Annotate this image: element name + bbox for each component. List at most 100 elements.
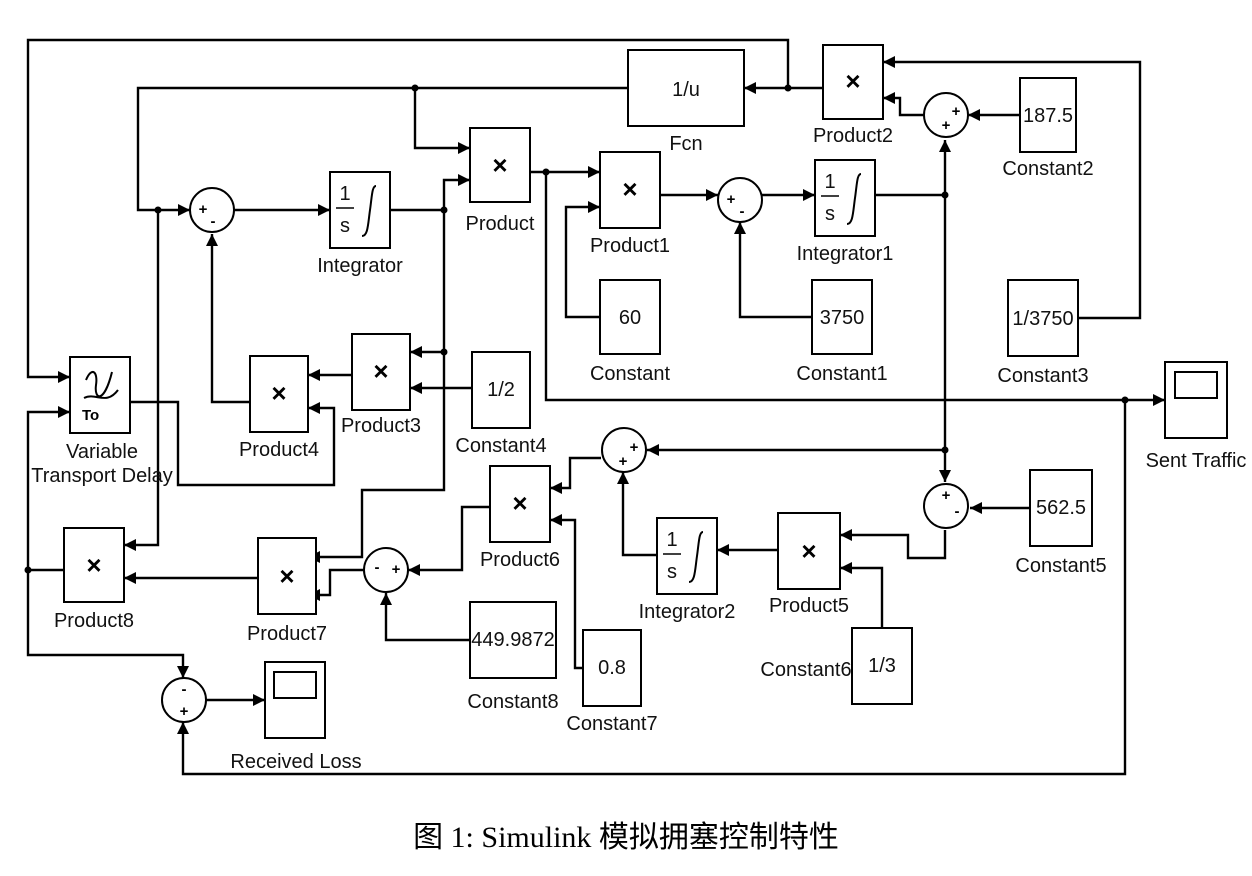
wire-integrator-to-product bbox=[390, 174, 470, 212]
delay-port-label: To bbox=[82, 407, 99, 424]
constant3-block[interactable]: 1/3750 Constant3 bbox=[997, 279, 1089, 387]
integrator2-label: Integrator2 bbox=[639, 601, 736, 623]
constant5-block[interactable]: 562.5 Constant5 bbox=[1015, 469, 1107, 577]
sum-d-sign-1: + bbox=[942, 487, 951, 504]
product8-block[interactable]: × Product8 bbox=[54, 527, 134, 632]
constant6-label: Constant6 bbox=[760, 659, 851, 681]
integrator1-block[interactable]: 1 s Integrator1 bbox=[797, 159, 894, 265]
sum-a-sign-1: + bbox=[199, 201, 208, 218]
sum-a[interactable]: + - bbox=[189, 187, 235, 233]
constant8-block[interactable]: 449.9872 Constant8 bbox=[467, 601, 559, 713]
constant3-label: Constant3 bbox=[997, 365, 1088, 387]
integrator1-label: Integrator1 bbox=[797, 243, 894, 265]
product2-block[interactable]: × Product2 bbox=[813, 44, 893, 147]
integrator2-den: s bbox=[667, 561, 677, 583]
product-block[interactable]: × Product bbox=[466, 127, 535, 235]
wire-constant3-to-product2 bbox=[883, 56, 1142, 320]
constant1-value: 3750 bbox=[820, 307, 865, 329]
sum-e[interactable]: + + bbox=[601, 427, 647, 473]
constant3-value: 1/3750 bbox=[1012, 308, 1073, 330]
wire-fcn-out bbox=[136, 86, 628, 216]
integrator1-den: s bbox=[825, 203, 835, 225]
sum-d[interactable]: + - bbox=[923, 483, 969, 529]
product3-block[interactable]: × Product3 bbox=[341, 333, 421, 437]
constant8-label: Constant8 bbox=[467, 691, 558, 713]
constant5-label: Constant5 bbox=[1015, 555, 1106, 577]
product7-block[interactable]: × Product7 bbox=[247, 537, 327, 645]
product4-block[interactable]: × Product4 bbox=[239, 355, 319, 461]
fcn-block[interactable]: 1/u Fcn bbox=[627, 49, 745, 155]
integral-icon bbox=[846, 173, 862, 225]
product6-block[interactable]: × Product6 bbox=[480, 465, 560, 571]
multiply-icon: × bbox=[279, 561, 294, 591]
multiply-icon: × bbox=[271, 378, 286, 408]
figure-caption: 图 1: Simulink 模拟拥塞控制特性 bbox=[413, 821, 839, 854]
integrator1-num: 1 bbox=[824, 171, 835, 193]
constant6-value: 1/3 bbox=[868, 655, 896, 677]
multiply-icon: × bbox=[86, 550, 101, 580]
wire-fcn-to-product bbox=[413, 88, 470, 154]
wire-sume-to-product6 bbox=[550, 456, 601, 494]
sum-c[interactable]: + + bbox=[923, 92, 969, 138]
signal-lines bbox=[26, 38, 1165, 776]
sum-g-sign-2: + bbox=[180, 703, 189, 720]
product-label: Product bbox=[466, 213, 535, 235]
constant-label: Constant bbox=[590, 363, 670, 385]
sum-b-sign-2: - bbox=[740, 203, 745, 220]
sum-e-sign-1: + bbox=[630, 439, 639, 456]
constant4-block[interactable]: 1/2 Constant4 bbox=[455, 351, 547, 457]
wire-constant8-to-sumf bbox=[380, 593, 470, 642]
simulink-diagram: 1/u Fcn × Product2 187.5 Constant2 × Pro… bbox=[24, 38, 1247, 776]
junction-dot bbox=[440, 206, 448, 214]
constant1-label: Constant1 bbox=[796, 363, 887, 385]
junctions bbox=[24, 84, 1129, 574]
integrator-block[interactable]: 1 s Integrator bbox=[317, 171, 403, 277]
wire-integrator-branch-down bbox=[308, 210, 446, 563]
sum-b[interactable]: + - bbox=[717, 177, 763, 223]
junction-dot bbox=[24, 566, 32, 574]
junction-dot bbox=[941, 446, 949, 454]
constant1-block[interactable]: 3750 Constant1 bbox=[796, 279, 888, 385]
wire-constant-to-product1 bbox=[564, 201, 600, 319]
multiply-icon: × bbox=[373, 356, 388, 386]
junction-dot bbox=[411, 84, 419, 92]
sum-g[interactable]: - + bbox=[161, 677, 207, 723]
integrator-label: Integrator bbox=[317, 255, 403, 277]
constant-block[interactable]: 60 Constant bbox=[590, 279, 670, 385]
integrator2-num: 1 bbox=[666, 529, 677, 551]
variable-transport-delay-block[interactable]: To Variable Transport Delay bbox=[31, 356, 173, 487]
sent-traffic-label: Sent Traffic bbox=[1146, 450, 1247, 472]
delay-label-line2: Transport Delay bbox=[31, 465, 173, 487]
sum-f[interactable]: - + bbox=[363, 547, 409, 593]
scope-screen-icon bbox=[273, 671, 317, 699]
integrator2-block[interactable]: 1 s Integrator2 bbox=[639, 517, 736, 623]
received-loss-scope[interactable]: Received Loss bbox=[230, 661, 362, 773]
constant2-value: 187.5 bbox=[1023, 105, 1073, 127]
constant7-block[interactable]: 0.8 Constant7 bbox=[566, 629, 658, 735]
integral-icon bbox=[361, 185, 377, 237]
junction-dot bbox=[941, 191, 949, 199]
sum-d-sign-2: - bbox=[955, 503, 960, 520]
constant4-value: 1/2 bbox=[487, 379, 515, 401]
wire-sent-to-sumg bbox=[177, 400, 1127, 776]
product3-label: Product3 bbox=[341, 415, 421, 437]
wire-integrator1-out bbox=[875, 193, 947, 450]
junction-dot bbox=[1121, 396, 1129, 404]
product6-label: Product6 bbox=[480, 549, 560, 571]
junction-dot bbox=[542, 168, 550, 176]
product5-label: Product5 bbox=[769, 595, 849, 617]
wire-constant6-to-product5 bbox=[840, 562, 884, 628]
scope-screen-icon bbox=[1174, 371, 1218, 399]
multiply-icon: × bbox=[801, 536, 816, 566]
multiply-icon: × bbox=[492, 150, 507, 180]
constant2-block[interactable]: 187.5 Constant2 bbox=[1002, 77, 1094, 180]
sent-traffic-scope[interactable]: Sent Traffic bbox=[1146, 361, 1247, 472]
sum-f-sign-2: + bbox=[392, 561, 401, 578]
product7-label: Product7 bbox=[247, 623, 327, 645]
constant7-label: Constant7 bbox=[566, 713, 657, 735]
constant6-block[interactable]: 1/3 Constant6 bbox=[760, 627, 913, 705]
integral-icon bbox=[688, 531, 704, 583]
fcn-expression: 1/u bbox=[672, 79, 700, 101]
product1-block[interactable]: × Product1 bbox=[590, 151, 670, 257]
product5-block[interactable]: × Product5 bbox=[769, 512, 849, 617]
